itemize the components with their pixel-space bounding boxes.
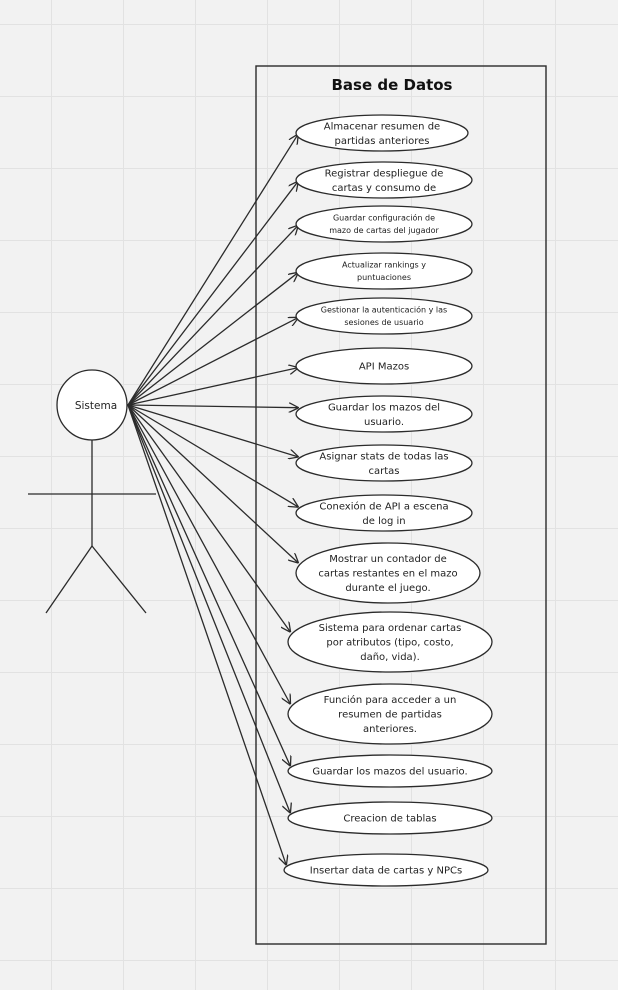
- association-arrow: [127, 404, 290, 812]
- association-arrow: [127, 404, 290, 632]
- use-case: Almacenar resumen de partidas anteriores: [295, 114, 469, 152]
- associations: [127, 135, 298, 865]
- use-case-label: mazo de cartas del jugador: [329, 226, 439, 235]
- use-case-label: Conexión de API a escena: [319, 500, 448, 512]
- use-case-ellipse: [295, 347, 473, 385]
- use-case-ellipse: [295, 444, 473, 482]
- use-case-label: cartas y consumo de: [332, 183, 436, 194]
- use-case-label: API Mazos: [359, 362, 409, 373]
- use-case: Asignar stats de todas las cartas: [295, 444, 473, 482]
- use-case-label: Registrar despliegue de: [325, 168, 444, 179]
- use-case-label: Insertar data de cartas y NPCs: [310, 866, 462, 877]
- use-case-label: resumen de partidas: [338, 710, 442, 721]
- use-case-label: Sistema para ordenar cartas: [319, 623, 462, 634]
- use-case: Guardar los mazos del usuario.: [295, 395, 473, 433]
- association-arrow: [127, 135, 298, 406]
- actor-name: Sistema: [75, 400, 117, 412]
- association-arrow: [127, 404, 298, 457]
- use-case: Mostrar un contador de cartas restantes e…: [295, 542, 481, 604]
- use-case: Sistema para ordenar cartas por atributos…: [287, 611, 493, 673]
- use-case-ellipse: [287, 611, 493, 673]
- use-case: Actualizar rankings y puntuaciones: [295, 252, 473, 290]
- use-case-label: durante el juego.: [345, 583, 430, 594]
- association-arrow: [127, 405, 298, 408]
- use-case-label: Almacenar resumen de: [324, 121, 440, 132]
- use-case-label: puntuaciones: [357, 273, 411, 282]
- actor-sistema: Sistema: [28, 369, 156, 614]
- use-case: Guardar los mazos del usuario.: [287, 754, 493, 788]
- use-case-label: Actualizar rankings y: [342, 261, 426, 270]
- use-case-label: daño, vida).: [360, 652, 420, 663]
- use-case-label: cartas restantes en el mazo: [318, 569, 457, 580]
- use-case: API Mazos: [295, 347, 473, 385]
- use-case-label: Guardar los mazos del: [328, 402, 440, 413]
- association-arrow: [127, 318, 298, 406]
- use-case-ellipse: [295, 205, 473, 243]
- association-arrow: [127, 404, 298, 563]
- use-case-ellipse: [287, 754, 493, 788]
- use-case-label: partidas anteriores: [335, 136, 430, 147]
- use-case-label: Guardar configuración de: [333, 213, 435, 223]
- use-case-ellipse: [295, 161, 473, 199]
- use-case-label: Guardar los mazos del usuario.: [312, 767, 467, 778]
- system-title: Base de Datos: [332, 76, 453, 94]
- use-case-label: cartas: [369, 466, 400, 477]
- use-case-label: usuario.: [364, 417, 404, 428]
- use-case-ellipse: [287, 683, 493, 745]
- use-case-ellipse: [295, 297, 473, 335]
- use-case-label: Gestionar la autenticación y las: [321, 305, 447, 315]
- use-case-label: por atributos (tipo, costo,: [326, 638, 453, 649]
- use-case-label: Asignar stats de todas las: [319, 451, 448, 462]
- association-arrow: [127, 404, 286, 864]
- association-arrow: [127, 226, 298, 406]
- use-case-label: de log in: [362, 516, 405, 527]
- use-case-ellipse: [283, 853, 489, 887]
- use-case-ellipse: [295, 114, 469, 152]
- use-case-ellipse: [287, 801, 493, 835]
- use-case: Creacion de tablas: [287, 801, 493, 835]
- use-case-label: Mostrar un contador de: [329, 554, 447, 565]
- association-arrow: [127, 404, 298, 507]
- use-case-ellipse: [295, 252, 473, 290]
- use-case-ellipse: [295, 494, 473, 532]
- use-case: Función para acceder a un resumen de part…: [287, 683, 493, 745]
- association-arrow: [127, 404, 290, 704]
- use-case-label: Creacion de tablas: [343, 814, 436, 825]
- association-arrow: [127, 368, 298, 406]
- actor-right-leg: [91, 545, 147, 614]
- use-case-label: anteriores.: [363, 724, 417, 735]
- use-case-label: sesiones de usuario: [344, 318, 423, 327]
- actor-left-leg: [45, 545, 93, 614]
- use-case: Guardar configuración de mazo de cartas d…: [295, 205, 473, 243]
- use-case: Registrar despliegue de cartas y consumo …: [295, 161, 473, 199]
- use-case-ellipse: [295, 395, 473, 433]
- use-cases: Almacenar resumen de partidas anterioresR…: [283, 114, 493, 887]
- use-case: Conexión de API a escena de log in: [295, 494, 473, 532]
- use-case: Gestionar la autenticación y las sesiones…: [295, 297, 473, 335]
- system-boundary: [255, 65, 547, 945]
- association-arrow: [127, 182, 298, 406]
- use-case: Insertar data de cartas y NPCs: [283, 853, 489, 887]
- use-case-label: Función para acceder a un: [324, 694, 457, 706]
- association-arrow: [127, 404, 290, 765]
- association-arrow: [127, 273, 298, 406]
- use-case-ellipse: [295, 542, 481, 604]
